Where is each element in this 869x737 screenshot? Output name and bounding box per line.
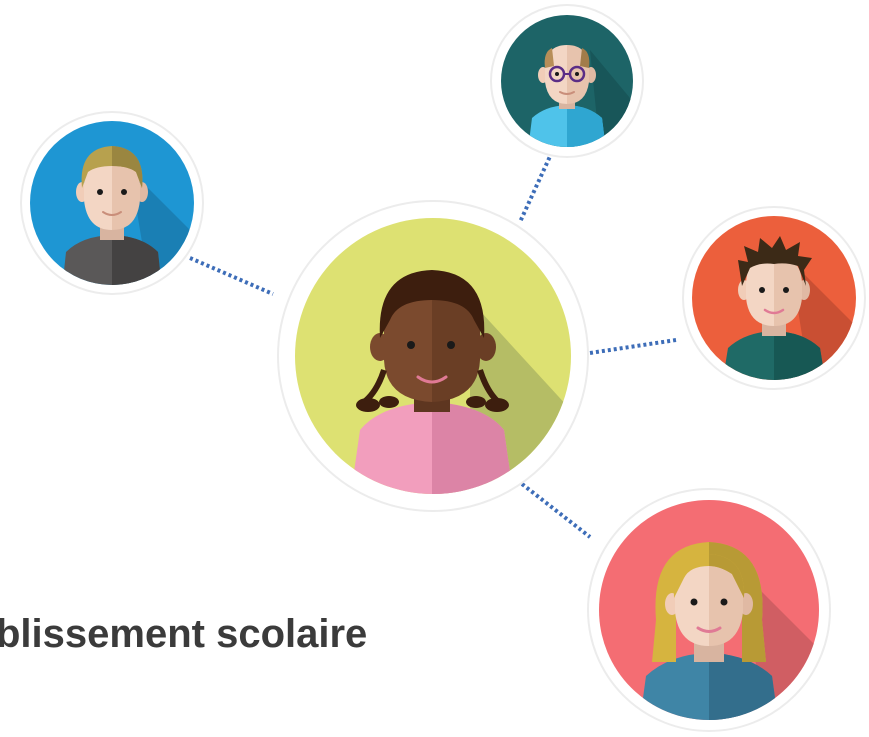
right-boy-avatar (682, 206, 866, 390)
headline-text: blissement scolaire (0, 612, 368, 656)
connector-left (189, 256, 274, 296)
center-girl-avatar (277, 200, 589, 512)
bottom-woman-avatar (587, 488, 831, 732)
connector-top (518, 151, 554, 223)
connector-lines (189, 151, 677, 539)
top-man-glasses-avatar (490, 4, 644, 158)
left-boy-avatar (20, 111, 204, 295)
connector-right (589, 338, 677, 355)
connector-bottom (520, 482, 592, 539)
